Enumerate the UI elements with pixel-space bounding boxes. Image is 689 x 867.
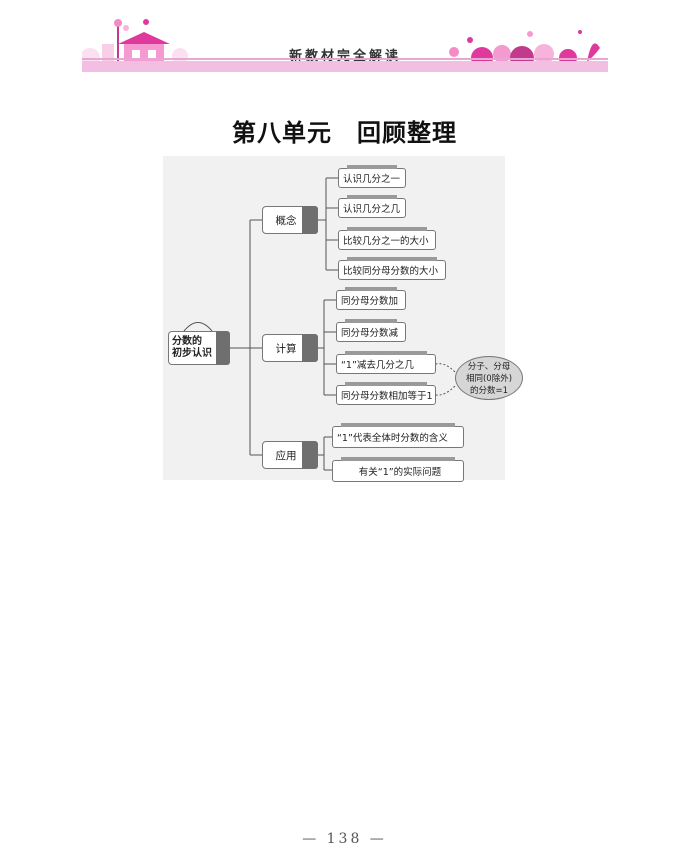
header-band xyxy=(82,61,608,72)
mind-map-root: 分数的 初步认识 xyxy=(168,331,224,365)
group-label: 应用 xyxy=(275,449,297,462)
leaf-item: 同分母分数减 xyxy=(336,319,406,342)
group-tab xyxy=(302,206,318,234)
leaf-item: 认识几分之几 xyxy=(338,195,406,218)
leaf-item: “1”减去几分之几 xyxy=(336,351,436,374)
root-label-line2: 初步认识 xyxy=(172,348,212,359)
leaf-item: 有关“1”的实际问题 xyxy=(332,457,464,482)
leaf-item: 同分母分数相加等于1 xyxy=(336,382,436,405)
note-line3: 的分数=1 xyxy=(469,386,509,396)
leaf-item: 比较同分母分数的大小 xyxy=(338,257,446,280)
header-title: 新教材完全解读 xyxy=(288,49,401,64)
root-label-line1: 分数的 xyxy=(172,336,202,347)
root-tab xyxy=(216,331,230,365)
header-divider xyxy=(82,58,608,60)
note-line2: 相同(0除外) xyxy=(465,374,513,384)
group-tab xyxy=(302,334,318,362)
group-label: 计算 xyxy=(275,342,297,355)
leaf-item: 比较几分之一的大小 xyxy=(338,227,436,250)
leaf-item: 认识几分之一 xyxy=(338,165,406,188)
page-title: 第八单元 回顾整理 xyxy=(232,118,457,147)
leaf-item: 同分母分数加 xyxy=(336,287,406,310)
page-number: — 138 — xyxy=(302,831,387,847)
note-bubble: 分子、分母 相同(0除外) 的分数=1 xyxy=(455,356,523,400)
note-line1: 分子、分母 xyxy=(467,362,511,372)
group-label: 概念 xyxy=(275,214,297,227)
leaf-item: “1”代表全体时分数的含义 xyxy=(332,423,464,448)
group-tab xyxy=(302,441,318,469)
